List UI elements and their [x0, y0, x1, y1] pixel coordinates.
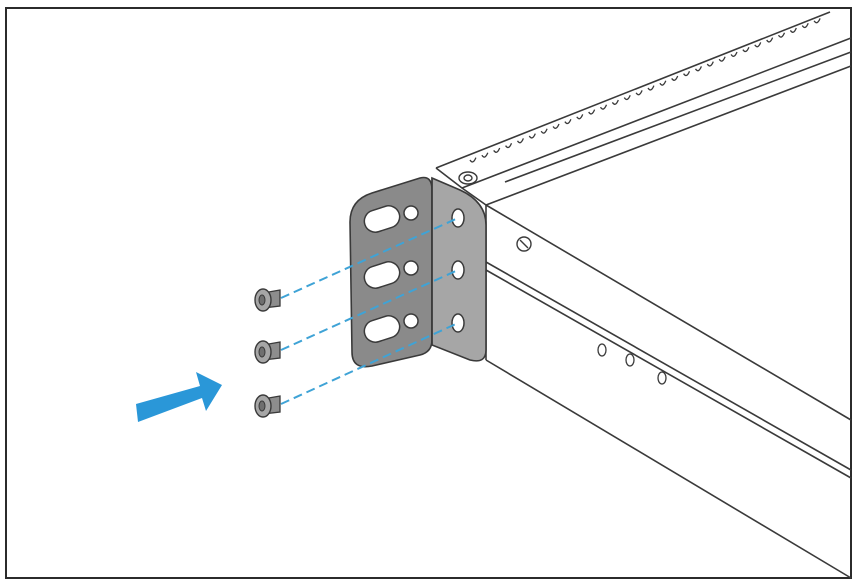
chassis-side-groove-2 — [485, 269, 852, 479]
screw-guide-lines — [280, 217, 459, 405]
chassis-side-groove-1 — [485, 261, 852, 471]
chassis-side-holes — [597, 343, 667, 385]
chassis-side-top-edge — [485, 204, 852, 421]
chassis-bottom-edge — [485, 359, 852, 579]
screws — [254, 288, 281, 418]
bracket-small-holes — [403, 205, 419, 329]
vent-serration-path — [469, 18, 821, 163]
chassis-top-rail-edge — [504, 51, 852, 183]
guide-line-3 — [280, 322, 459, 405]
chassis-front-plate — [435, 167, 487, 206]
insertion-direction-arrow — [136, 372, 222, 422]
guide-line-2 — [280, 269, 459, 351]
chassis-front-corner-edge — [485, 65, 852, 206]
chassis-side-screw — [516, 236, 532, 252]
chassis-top-back-edge — [435, 11, 831, 169]
chassis-top-front-edge — [461, 37, 852, 189]
rack-bracket — [349, 176, 487, 368]
chassis-top-screw — [458, 171, 478, 185]
guide-line-1 — [280, 217, 459, 299]
screw-2 — [254, 340, 281, 364]
screw-1 — [254, 288, 281, 312]
server-chassis — [435, 11, 852, 579]
bracket-slots — [363, 205, 401, 343]
chassis-vent-serration — [469, 18, 821, 163]
diagram-frame — [5, 7, 852, 579]
bracket-screw-holes — [451, 208, 465, 333]
screw-3 — [254, 394, 281, 418]
